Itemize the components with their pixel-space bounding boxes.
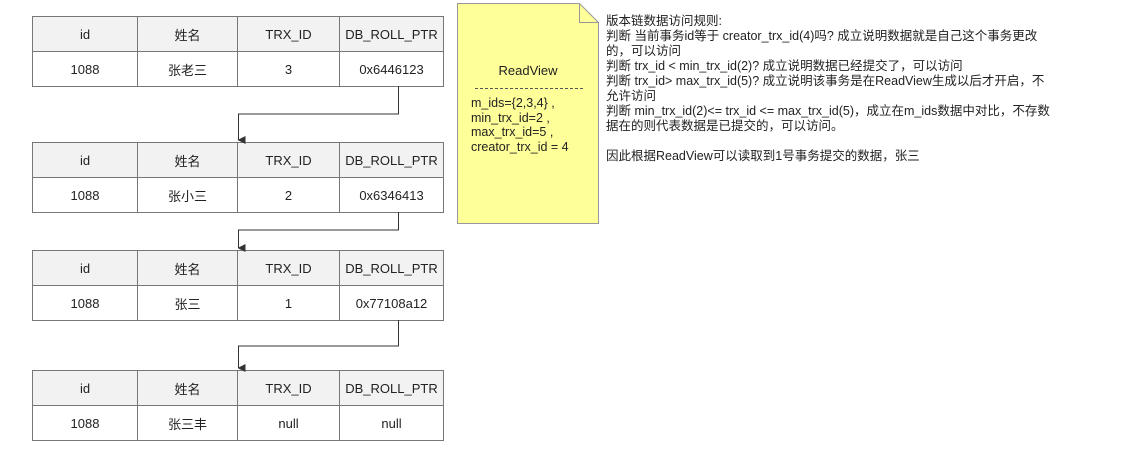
header-id: id — [32, 142, 138, 178]
rule-line: 允许访问 — [606, 89, 657, 103]
table-header-row: id 姓名 TRX_ID DB_ROLL_PTR — [32, 370, 444, 406]
cell-roll-ptr: 0x6346413 — [339, 177, 444, 213]
cell-roll-ptr: null — [339, 405, 444, 441]
cell-trx-id: 2 — [237, 177, 340, 213]
cell-name: 张小三 — [137, 177, 238, 213]
cell-id: 1088 — [32, 405, 138, 441]
rule-line: 据在的则代表数据是已提交的，可以访问。 — [606, 119, 844, 133]
table-row: 1088 张三丰 null null — [32, 405, 444, 441]
cell-trx-id: 3 — [237, 51, 340, 87]
readview-field-max-trx-id: max_trx_id=5 , — [471, 125, 554, 139]
readview-note: ReadView m_ids={2,3,4} , min_trx_id=2 , … — [457, 3, 599, 224]
cell-id: 1088 — [32, 177, 138, 213]
readview-divider — [475, 88, 583, 89]
roll-pointer-connectors — [237, 86, 399, 372]
header-roll-ptr: DB_ROLL_PTR — [339, 250, 444, 286]
header-trx-id: TRX_ID — [237, 142, 340, 178]
table-row: 1088 张老三 3 0x6446123 — [32, 51, 444, 87]
readview-fields: m_ids={2,3,4} , min_trx_id=2 , max_trx_i… — [471, 96, 569, 154]
table-header-row: id 姓名 TRX_ID DB_ROLL_PTR — [32, 250, 444, 286]
header-trx-id: TRX_ID — [237, 250, 340, 286]
version-table-3: id 姓名 TRX_ID DB_ROLL_PTR 1088 张三 1 0x771… — [32, 250, 444, 321]
readview-field-m-ids: m_ids={2,3,4} , — [471, 96, 555, 110]
cell-name: 张老三 — [137, 51, 238, 87]
table-header-row: id 姓名 TRX_ID DB_ROLL_PTR — [32, 142, 444, 178]
readview-field-min-trx-id: min_trx_id=2 , — [471, 110, 550, 125]
header-trx-id: TRX_ID — [237, 370, 340, 406]
table-header-row: id 姓名 TRX_ID DB_ROLL_PTR — [32, 16, 444, 52]
rule-line: 判断 trx_id < min_trx_id(2)? 成立说明数据已经提交了，可… — [606, 59, 963, 73]
rule-line: 判断 min_trx_id(2)<= trx_id <= max_trx_id(… — [606, 104, 1050, 118]
table-row: 1088 张小三 2 0x6346413 — [32, 177, 444, 213]
readview-field-creator-trx-id: creator_trx_id = 4 — [471, 139, 569, 154]
version-table-1: id 姓名 TRX_ID DB_ROLL_PTR 1088 张老三 3 0x64… — [32, 16, 444, 87]
cell-name: 张三丰 — [137, 405, 238, 441]
spacer — [606, 134, 1116, 149]
header-trx-id: TRX_ID — [237, 16, 340, 52]
cell-roll-ptr: 0x77108a12 — [339, 285, 444, 321]
rule-line: 的，可以访问 — [606, 44, 682, 58]
rules-conclusion: 因此根据ReadView可以读取到1号事务提交的数据，张三 — [606, 149, 920, 163]
rule-line: 判断 trx_id> max_trx_id(5)? 成立说明该事务是在ReadV… — [606, 74, 1045, 88]
header-roll-ptr: DB_ROLL_PTR — [339, 16, 444, 52]
cell-id: 1088 — [32, 285, 138, 321]
access-rules: 版本链数据访问规则: 判断 当前事务id等于 creator_trx_id(4)… — [606, 14, 1116, 164]
header-name: 姓名 — [137, 370, 238, 406]
cell-name: 张三 — [137, 285, 238, 321]
header-roll-ptr: DB_ROLL_PTR — [339, 142, 444, 178]
cell-trx-id: 1 — [237, 285, 340, 321]
header-id: id — [32, 370, 138, 406]
table-row: 1088 张三 1 0x77108a12 — [32, 285, 444, 321]
cell-id: 1088 — [32, 51, 138, 87]
version-table-2: id 姓名 TRX_ID DB_ROLL_PTR 1088 张小三 2 0x63… — [32, 142, 444, 213]
header-name: 姓名 — [137, 250, 238, 286]
version-table-4: id 姓名 TRX_ID DB_ROLL_PTR 1088 张三丰 null n… — [32, 370, 444, 441]
header-id: id — [32, 16, 138, 52]
cell-roll-ptr: 0x6446123 — [339, 51, 444, 87]
rule-line: 判断 当前事务id等于 creator_trx_id(4)吗? 成立说明数据就是… — [606, 29, 1038, 43]
connector-arrow-2 — [237, 212, 399, 252]
header-roll-ptr: DB_ROLL_PTR — [339, 370, 444, 406]
rules-heading: 版本链数据访问规则: — [606, 14, 722, 28]
header-name: 姓名 — [137, 142, 238, 178]
readview-title: ReadView — [498, 63, 558, 78]
connector-arrow-1 — [237, 86, 399, 144]
connector-arrow-3 — [237, 320, 399, 372]
note-shape — [457, 3, 599, 224]
cell-trx-id: null — [237, 405, 340, 441]
